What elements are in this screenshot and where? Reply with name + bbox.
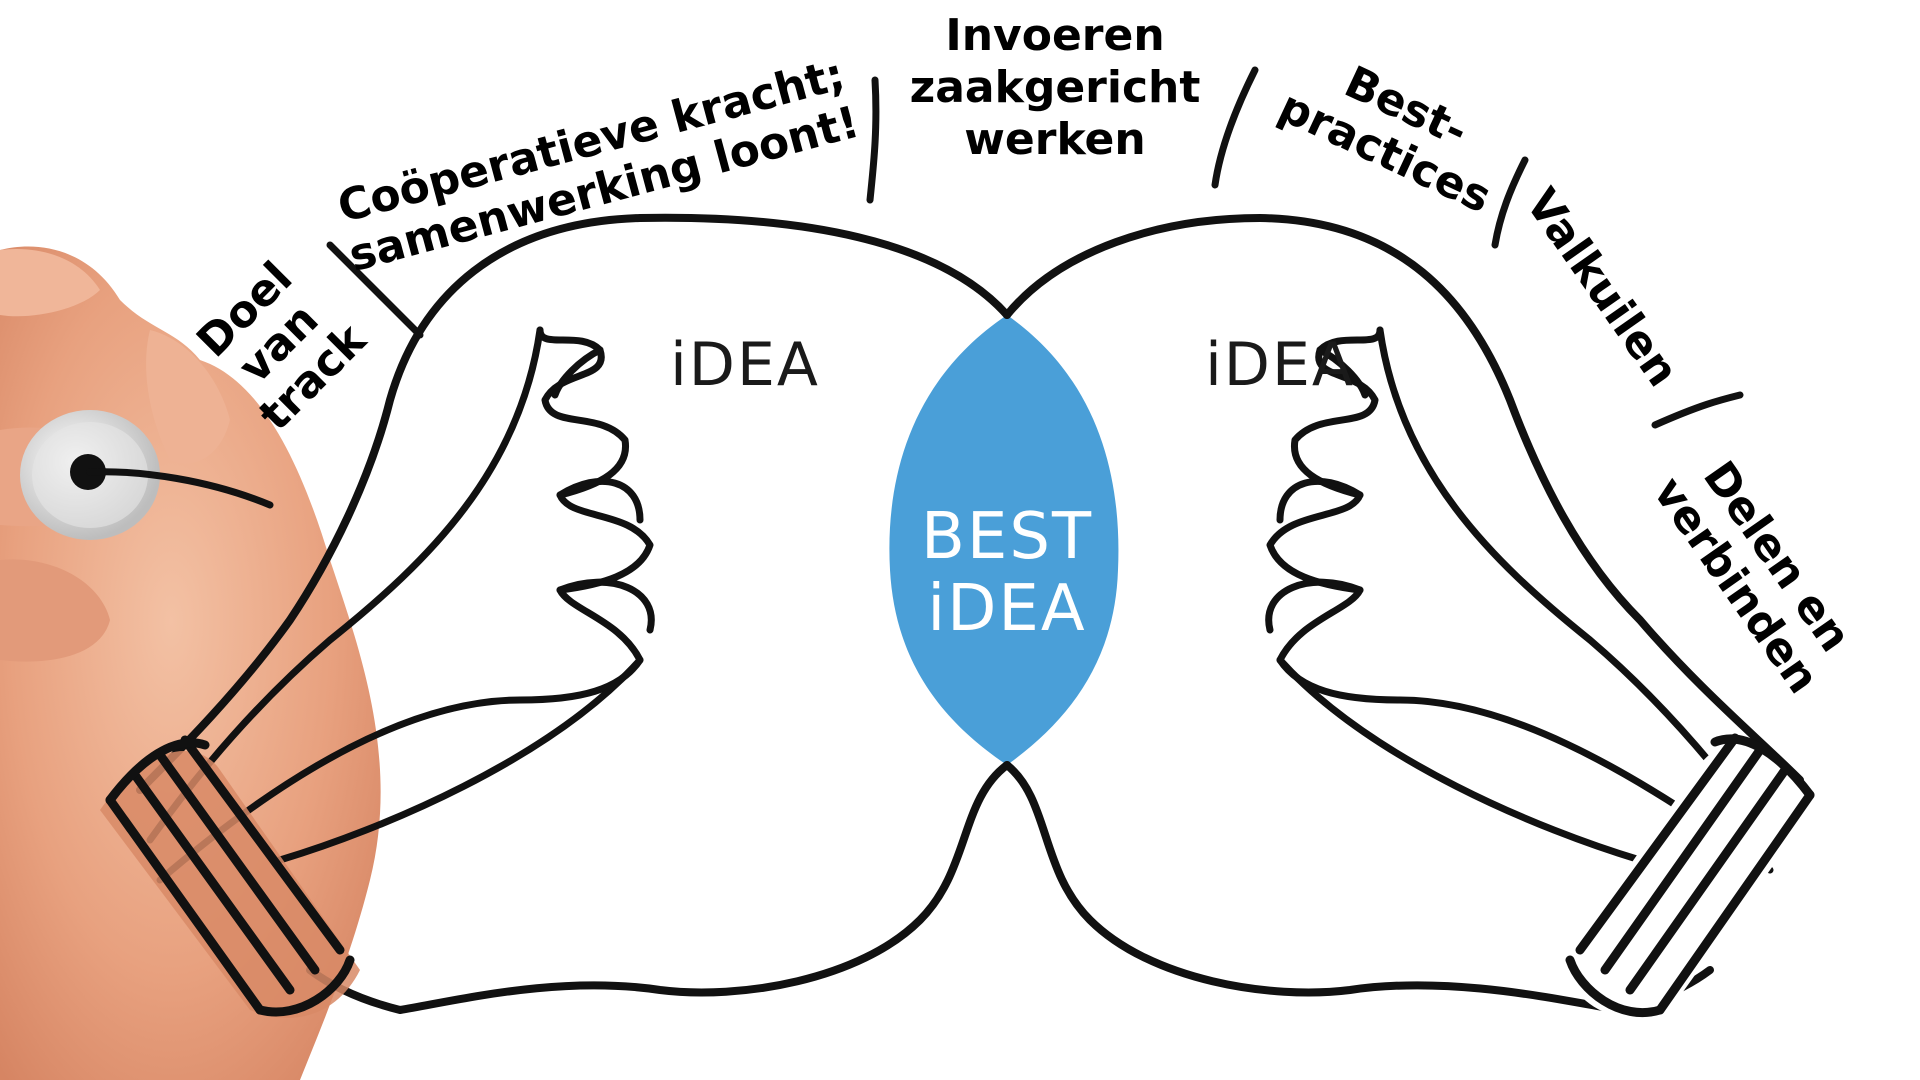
divider-4	[1491, 156, 1529, 249]
divider-2	[866, 76, 880, 204]
center-label-line1: BEST	[921, 500, 1093, 574]
topic-best-practices: Best- practices	[1271, 57, 1498, 224]
center-label-line2: iDEA	[927, 572, 1086, 646]
left-bulb-outline	[136, 213, 1011, 794]
svg-text:zaakgericht: zaakgericht	[910, 62, 1201, 113]
right-bulb-outline	[1003, 214, 1804, 784]
svg-text:Invoeren: Invoeren	[945, 10, 1164, 61]
left-bulb-label: iDEA	[670, 330, 820, 400]
topic-dividers	[326, 66, 1744, 429]
svg-text:werken: werken	[964, 114, 1145, 165]
topic-invoeren: Invoeren zaakgericht werken	[910, 10, 1201, 165]
left-bulb: iDEA	[100, 213, 1011, 1018]
topic-cooperatieve: Coöperatieve kracht; samenwerking loont!	[333, 49, 865, 282]
right-bulb-label: iDEA	[1205, 330, 1355, 400]
divider-1	[326, 241, 424, 339]
right-bulb: iDEA	[1003, 214, 1820, 1018]
best-idea-overlap	[889, 315, 1119, 765]
divider-5	[1651, 391, 1744, 429]
svg-text:Valkuilen: Valkuilen	[1516, 180, 1689, 396]
divider-3	[1211, 66, 1259, 189]
right-bulb-base	[1560, 733, 1820, 1018]
topic-valkuilen: Valkuilen	[1516, 180, 1689, 396]
center-label: BEST iDEA	[921, 500, 1093, 646]
left-bulb-base	[100, 735, 360, 1018]
